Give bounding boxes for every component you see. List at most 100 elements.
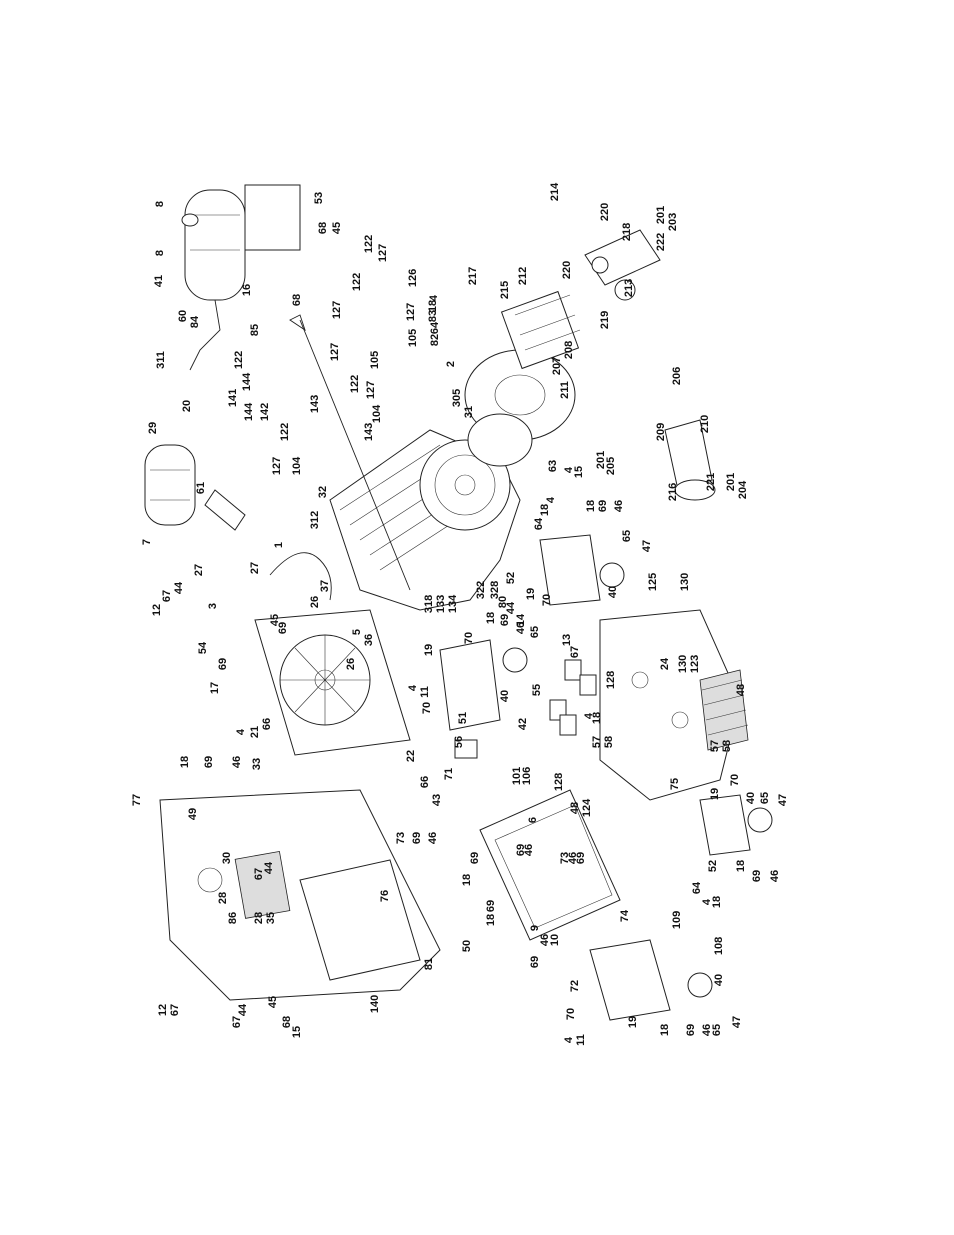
part-callout: 77 <box>131 794 143 806</box>
part-callout: 46 <box>567 852 579 864</box>
part-callout: 40 <box>607 586 619 598</box>
part-callout: 208 <box>563 341 575 359</box>
part-callout: 127 <box>331 301 343 319</box>
part-callout: 73 <box>559 852 571 864</box>
part-callout: 4 <box>235 728 247 735</box>
part-callout: 206 <box>671 367 683 385</box>
part-callout: 21 <box>249 726 261 738</box>
part-callout: 217 <box>467 267 479 285</box>
radiator-hose <box>269 552 332 601</box>
part-callout: 8 <box>154 250 166 256</box>
part-callout: 45 <box>267 996 279 1008</box>
part-callout: 140 <box>369 995 381 1013</box>
part-callout: 18 <box>427 300 439 312</box>
part-callout: 44 <box>173 581 185 594</box>
relay <box>564 659 597 696</box>
part-callout: 18 <box>179 756 191 768</box>
frame-plate <box>159 789 441 1001</box>
part-callout: 6 <box>527 817 539 823</box>
part-callout: 4 <box>563 1036 575 1043</box>
part-callout: 219 <box>599 311 611 329</box>
part-callout: 69 <box>485 900 497 912</box>
part-callout: 144 <box>241 372 253 391</box>
part-callout: 68 <box>291 294 303 306</box>
part-callout: 66 <box>261 718 273 730</box>
mount-bracket <box>699 794 773 856</box>
part-callout: 10 <box>549 934 561 946</box>
mount-bracket <box>539 534 625 606</box>
part-callout: 81 <box>423 958 435 970</box>
part-callout: 40 <box>499 690 511 702</box>
part-callout: 64 <box>533 517 545 530</box>
mount-bracket <box>439 639 528 731</box>
part-callout: 51 <box>457 712 469 724</box>
part-callout: 124 <box>581 798 593 817</box>
part-callout: 122 <box>233 351 245 369</box>
part-callout: 29 <box>147 422 159 434</box>
part-callout: 7 <box>141 539 153 545</box>
part-callout: 86 <box>227 912 239 924</box>
part-callout: 46 <box>613 500 625 512</box>
part-callout: 109 <box>671 911 683 929</box>
part-callout: 222 <box>655 233 667 251</box>
part-callout: 71 <box>443 768 455 780</box>
part-callout: 201 <box>595 451 607 469</box>
part-callout: 69 <box>203 756 215 768</box>
part-callout: 220 <box>599 203 611 221</box>
part-callout: 65 <box>711 1024 723 1036</box>
part-callout: 69 <box>411 832 423 844</box>
part-callout: 26 <box>309 596 321 608</box>
part-callout: 216 <box>667 483 679 501</box>
part-callout: 18 <box>485 914 497 926</box>
part-callout: 40 <box>713 974 725 986</box>
part-callout: 18 <box>659 1024 671 1036</box>
part-callout: 8 <box>154 201 166 207</box>
part-callout: 14 <box>515 613 527 626</box>
part-callout: 4 <box>563 466 575 473</box>
part-callout: 122 <box>363 235 375 253</box>
part-callout: 123 <box>689 655 701 673</box>
part-callout: 122 <box>279 423 291 441</box>
part-callout: 15 <box>291 1026 303 1038</box>
part-callout: 70 <box>729 774 741 786</box>
part-callout: 46 <box>539 934 551 946</box>
part-callout: 68 <box>281 1016 293 1028</box>
part-callout: 55 <box>531 684 543 696</box>
part-callout: 205 <box>605 457 617 475</box>
part-callout: 48 <box>735 684 747 696</box>
part-callout: 41 <box>153 275 165 287</box>
base-plate <box>599 609 741 801</box>
part-callout: 322 <box>475 581 487 599</box>
part-callout: 105 <box>369 351 381 369</box>
mount-bracket <box>589 939 713 1021</box>
assembly-arrow-head <box>289 314 306 332</box>
part-callout: 328 <box>489 581 501 599</box>
part-callout: 11 <box>575 1034 587 1046</box>
part-callout: 53 <box>313 192 325 204</box>
part-callout: 24 <box>659 657 671 670</box>
part-callout: 43 <box>431 794 443 806</box>
part-callout: 312 <box>309 511 321 529</box>
part-callout: 104 <box>371 404 383 423</box>
part-callout: 4 <box>428 294 440 301</box>
part-callout: 4 <box>583 712 595 719</box>
exhaust-pipe <box>189 299 221 371</box>
part-callout: 65 <box>759 792 771 804</box>
hydraulic-pump <box>500 290 581 370</box>
battery-tray <box>479 789 621 941</box>
part-callout: 35 <box>265 912 277 924</box>
part-callout: 69 <box>469 852 481 864</box>
part-callout: 52 <box>707 860 719 872</box>
part-callout: 44 <box>505 601 517 614</box>
part-callout: 19 <box>423 644 435 656</box>
part-callout: 56 <box>453 736 465 748</box>
part-callout: 108 <box>713 937 725 955</box>
part-callout: 134 <box>447 594 459 613</box>
part-callout: 209 <box>655 423 667 441</box>
part-callout: 212 <box>517 267 529 285</box>
part-callout: 49 <box>187 808 199 820</box>
part-callout: 46 <box>427 832 439 844</box>
part-callout: 50 <box>461 940 473 952</box>
